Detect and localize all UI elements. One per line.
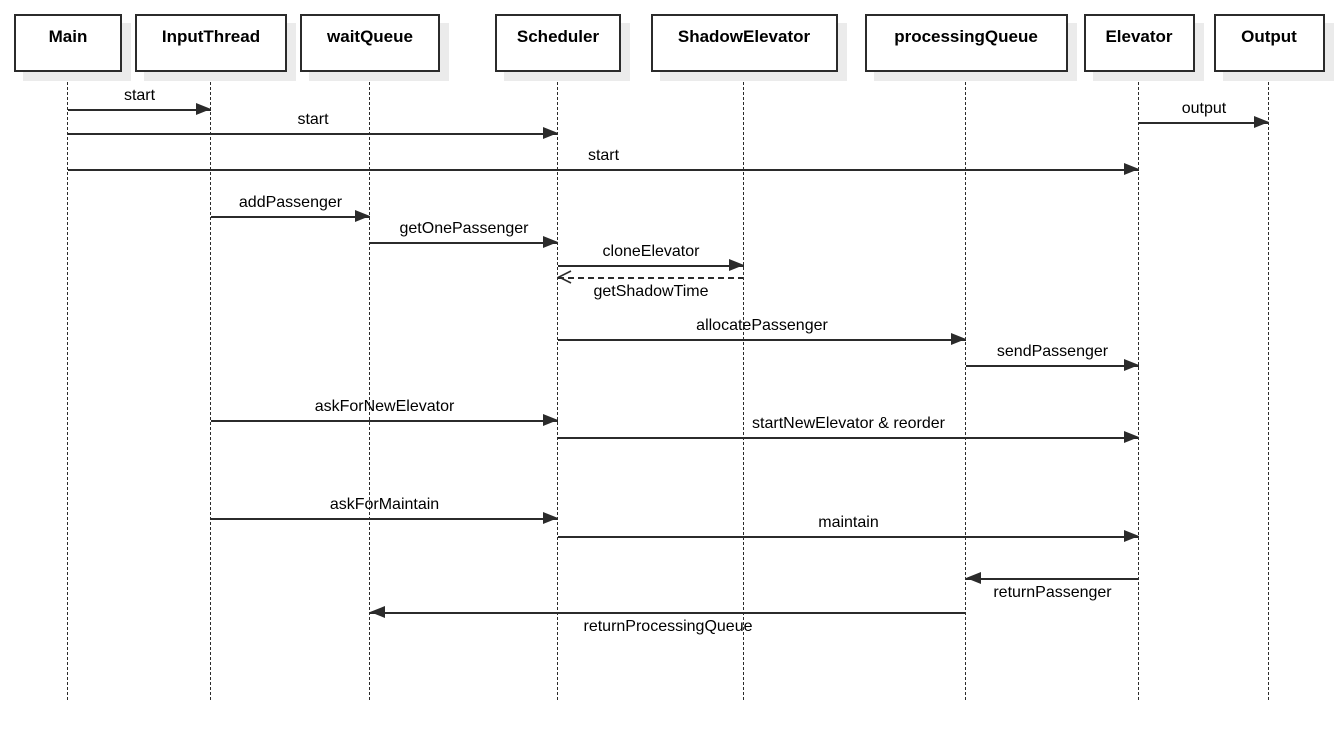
message-line — [558, 265, 744, 267]
message-arrowhead-icon — [1124, 359, 1139, 371]
message-arrowhead-icon — [1124, 163, 1139, 175]
participant-label: InputThread — [161, 27, 261, 46]
message-arrowhead-icon — [543, 236, 558, 248]
message-line — [558, 536, 1139, 538]
participant-waitQueue: waitQueue — [300, 14, 440, 72]
message-arrowhead-icon — [966, 572, 981, 584]
message-label: addPassenger — [238, 194, 343, 211]
message-label: getOnePassenger — [399, 220, 529, 237]
message-arrowhead-icon — [1124, 530, 1139, 542]
message-arrowhead-icon — [1254, 116, 1269, 128]
participant-shadowElevator: ShadowElevator — [650, 14, 838, 72]
message-label: getShadowTime — [593, 283, 709, 300]
message-label: sendPassenger — [996, 343, 1109, 360]
message-label: returnProcessingQueue — [583, 618, 753, 635]
message-label: allocatePassenger — [696, 317, 828, 334]
participant-label: Output — [1241, 27, 1297, 46]
message-label: returnPassenger — [993, 584, 1112, 601]
participant-processingQueue: processingQueue — [864, 14, 1068, 72]
message-line — [211, 216, 370, 218]
message-line — [558, 277, 744, 279]
participant-label: waitQueue — [327, 27, 413, 46]
message-line — [211, 518, 558, 520]
message-line — [558, 339, 966, 341]
message-label: startNewElevator & reorder — [752, 415, 945, 432]
message-label: output — [1181, 100, 1227, 117]
message-arrowhead-icon — [951, 333, 966, 345]
message-label: maintain — [818, 514, 879, 531]
message-arrowhead-icon — [370, 606, 385, 618]
message-line — [370, 242, 558, 244]
message-open-arrowhead-icon — [557, 270, 572, 284]
message-line — [966, 365, 1139, 367]
lifeline-inputThread — [210, 72, 211, 700]
participant-label: processingQueue — [894, 27, 1038, 46]
participant-main: Main — [14, 14, 122, 72]
lifeline-processingQueue — [965, 72, 966, 700]
message-label: askForMaintain — [329, 496, 440, 513]
lifeline-elevator — [1138, 72, 1139, 700]
participant-label: Main — [48, 27, 88, 46]
lifeline-output — [1268, 72, 1269, 700]
lifeline-main — [67, 72, 68, 700]
message-line — [68, 109, 211, 111]
participant-label: Elevator — [1105, 27, 1173, 46]
message-arrowhead-icon — [543, 512, 558, 524]
participant-label: Scheduler — [516, 27, 600, 46]
participant-inputThread: InputThread — [135, 14, 287, 72]
message-line — [1139, 122, 1269, 124]
message-line — [68, 133, 558, 135]
participant-scheduler: Scheduler — [495, 14, 621, 72]
message-label: start — [123, 87, 156, 104]
participant-output: Output — [1213, 14, 1325, 72]
message-line — [211, 420, 558, 422]
lifeline-shadowElevator — [743, 72, 744, 700]
lifeline-waitQueue — [369, 72, 370, 700]
message-arrowhead-icon — [1124, 431, 1139, 443]
participant-label: ShadowElevator — [677, 27, 811, 46]
message-label: start — [587, 147, 620, 164]
message-line — [370, 612, 966, 614]
message-line — [68, 169, 1139, 171]
participant-elevator: Elevator — [1083, 14, 1195, 72]
message-arrowhead-icon — [543, 127, 558, 139]
message-line — [966, 578, 1139, 580]
lifeline-scheduler — [557, 72, 558, 700]
message-label: start — [297, 111, 329, 128]
message-arrowhead-icon — [355, 210, 370, 222]
message-arrowhead-icon — [196, 103, 211, 115]
message-label: askForNewElevator — [314, 398, 455, 415]
message-line — [558, 437, 1139, 439]
message-arrowhead-icon — [729, 259, 744, 271]
message-arrowhead-icon — [543, 414, 558, 426]
message-label: cloneElevator — [602, 243, 700, 260]
